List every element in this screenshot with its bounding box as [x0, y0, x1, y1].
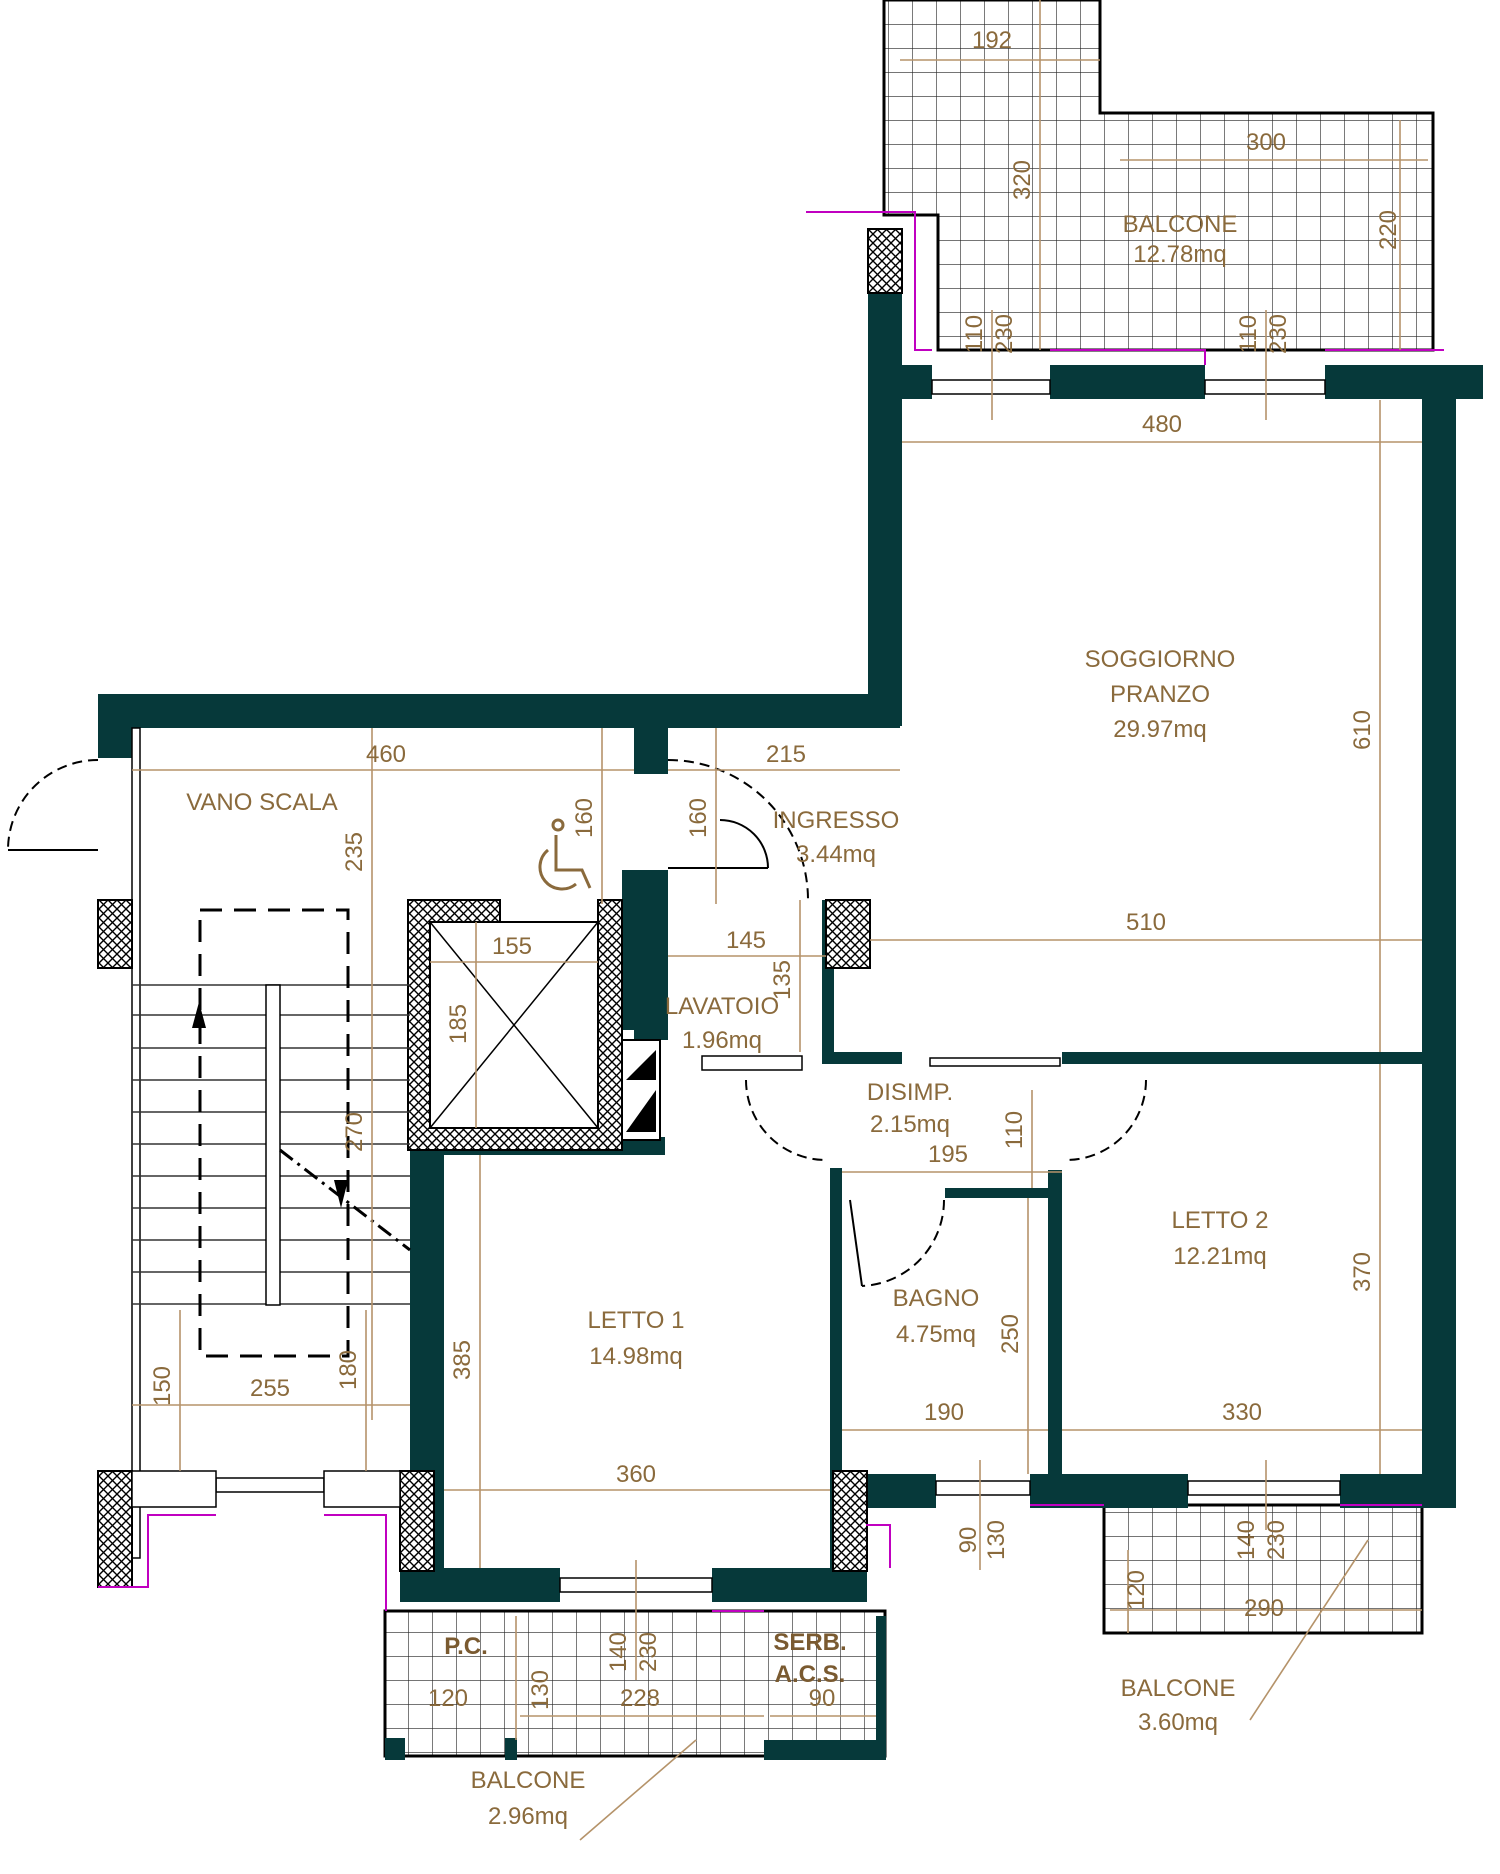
vano-scala-name: VANO SCALA — [186, 789, 338, 816]
dim-220: 220 — [1375, 210, 1402, 250]
hatched-piers — [97, 228, 903, 1588]
dim-250: 250 — [997, 1314, 1024, 1354]
dim-230b: 230 — [1265, 314, 1292, 354]
dim-215: 215 — [766, 741, 806, 768]
dim-150: 150 — [149, 1366, 176, 1406]
dim-190: 190 — [924, 1399, 964, 1426]
acs-name: A.C.S. — [775, 1661, 846, 1688]
lavatoio-area: 1.96mq — [682, 1027, 762, 1054]
dim-270: 270 — [341, 1112, 368, 1152]
dimension-lines — [132, 0, 1428, 1841]
walls — [98, 290, 1483, 1760]
dim-120a: 120 — [1123, 1570, 1150, 1610]
dim-110a: 110 — [961, 315, 988, 353]
pc-name: P.C. — [444, 1633, 488, 1660]
balcone-bottom-area — [383, 1609, 887, 1758]
serb-name: SERB. — [773, 1629, 846, 1656]
dim-130a: 130 — [983, 1520, 1010, 1560]
letto1-name: LETTO 1 — [588, 1307, 685, 1334]
disimp-area: 2.15mq — [870, 1111, 950, 1138]
dim-228: 228 — [620, 1685, 660, 1712]
dim-140a: 140 — [1233, 1520, 1260, 1560]
doors — [7, 759, 1147, 1287]
dim-110c: 110 — [1001, 1111, 1028, 1149]
balcone-bottom-right-area — [1102, 1503, 1424, 1635]
balcone-br-name: BALCONE — [1121, 1675, 1236, 1702]
balcone-top-area: 12.78mq — [1133, 241, 1226, 268]
elevator — [429, 921, 661, 1141]
balcone-top-area — [882, 0, 1435, 352]
dim-185: 185 — [445, 1004, 472, 1044]
dim-230d: 230 — [635, 1632, 662, 1672]
dim-480: 480 — [1142, 411, 1182, 438]
dim-510: 510 — [1126, 909, 1166, 936]
windows — [131, 379, 1341, 1593]
balcone-bottom-name: BALCONE — [471, 1767, 586, 1794]
soggiorno-name: SOGGIORNO — [1085, 646, 1236, 673]
disimp-name: DISIMP. — [867, 1079, 953, 1106]
dim-230a: 230 — [991, 314, 1018, 354]
bagno-name: BAGNO — [893, 1285, 980, 1312]
ingresso-name: INGRESSO — [773, 807, 900, 834]
letto1-area: 14.98mq — [589, 1343, 682, 1370]
dim-370: 370 — [1349, 1252, 1376, 1292]
soggiorno-area: 29.97mq — [1113, 716, 1206, 743]
balcone-top-name: BALCONE — [1123, 211, 1238, 238]
dim-235: 235 — [341, 832, 368, 872]
dim-195: 195 — [928, 1141, 968, 1168]
dim-610: 610 — [1349, 710, 1376, 750]
dim-145: 145 — [726, 927, 766, 954]
lavatoio-name: LAVATOIO — [665, 993, 779, 1020]
letto2-name: LETTO 2 — [1172, 1207, 1269, 1234]
dim-360: 360 — [616, 1461, 656, 1488]
dim-130b: 130 — [527, 1670, 554, 1710]
dim-135: 135 — [769, 960, 796, 1000]
balcone-bottom-area: 2.96mq — [488, 1803, 568, 1830]
dim-90b: 90 — [809, 1685, 836, 1712]
dimension-values: 192 300 320 220 110 230 110 230 480 610 … — [149, 27, 1402, 1712]
dim-90a: 90 — [955, 1527, 982, 1554]
room-labels: BALCONE 12.78mq SOGGIORNO PRANZO 29.97mq… — [186, 211, 1268, 1830]
dim-330: 330 — [1222, 1399, 1262, 1426]
dim-155: 155 — [492, 933, 532, 960]
dim-385: 385 — [449, 1340, 476, 1380]
letto2-area: 12.21mq — [1173, 1243, 1266, 1270]
dim-300: 300 — [1246, 129, 1286, 156]
pranzo-name: PRANZO — [1110, 681, 1210, 708]
dim-192: 192 — [972, 27, 1012, 54]
dim-460: 460 — [366, 741, 406, 768]
bagno-area: 4.75mq — [896, 1321, 976, 1348]
dim-255: 255 — [250, 1375, 290, 1402]
stairs — [131, 727, 411, 1559]
balcone-br-area: 3.60mq — [1138, 1709, 1218, 1736]
dim-320: 320 — [1009, 160, 1036, 200]
dim-140b: 140 — [605, 1632, 632, 1672]
dim-160b: 160 — [685, 798, 712, 838]
dim-230c: 230 — [1263, 1520, 1290, 1560]
outlines — [98, 211, 1444, 1612]
dim-290: 290 — [1244, 1595, 1284, 1622]
ingresso-area: 3.44mq — [796, 841, 876, 868]
dim-180: 180 — [335, 1350, 362, 1390]
dim-120b: 120 — [428, 1685, 468, 1712]
dim-160a: 160 — [571, 798, 598, 838]
dim-110b: 110 — [1235, 315, 1262, 353]
